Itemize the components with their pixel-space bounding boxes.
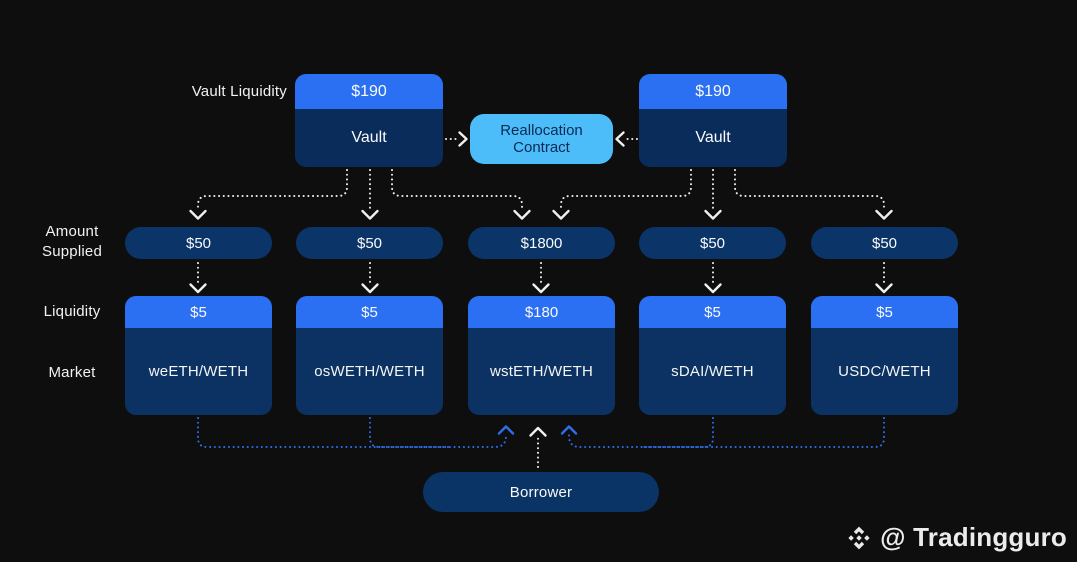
market-liquidity-usdc: $5 <box>811 296 958 328</box>
arrow-left-vault-to-market2 <box>361 169 379 220</box>
arrow-market4-to-market3 <box>639 417 714 448</box>
arrow-market5-to-market3 <box>560 417 885 448</box>
amount-supplied-osweth: $50 <box>296 227 443 259</box>
market-card-sdai: $5 sDAI/WETH <box>639 296 786 415</box>
borrower-box: Borrower <box>423 472 659 512</box>
vault-right-liquidity-value: $190 <box>639 74 787 109</box>
market-name-usdc: USDC/WETH <box>811 328 958 415</box>
market-name-wsteth: wstETH/WETH <box>468 328 615 415</box>
market-card-osweth: $5 osWETH/WETH <box>296 296 443 415</box>
market-name-osweth: osWETH/WETH <box>296 328 443 415</box>
label-vault-liquidity: Vault Liquidity <box>191 83 287 100</box>
market-card-usdc: $5 USDC/WETH <box>811 296 958 415</box>
label-market: Market <box>48 364 96 381</box>
market-liquidity-weeth: $5 <box>125 296 272 328</box>
reallocation-contract-box: Reallocation Contract <box>470 114 613 164</box>
market-liquidity-sdai: $5 <box>639 296 786 328</box>
amount-supplied-weeth: $50 <box>125 227 272 259</box>
arrow-right-vault-to-market4 <box>704 169 722 220</box>
amount-supplied-usdc: $50 <box>811 227 958 259</box>
vault-left-label: Vault <box>295 109 443 167</box>
arrow-right-vault-to-market5 <box>734 169 893 220</box>
vault-right-label: Vault <box>639 109 787 167</box>
market-name-sdai: sDAI/WETH <box>639 328 786 415</box>
arrow-right-vault-to-market3 <box>552 169 692 220</box>
amount-supplied-sdai: $50 <box>639 227 786 259</box>
arrow-right-vault-to-contract <box>615 131 638 147</box>
watermark-handle: @ Tradingguro <box>880 522 1067 552</box>
arrow-supply-to-liquidity-4 <box>704 262 722 294</box>
label-amount-supplied: Amount Supplied <box>42 223 102 260</box>
vault-right: $190 Vault <box>639 74 787 167</box>
market-liquidity-wsteth: $180 <box>468 296 615 328</box>
market-name-weeth: weETH/WETH <box>125 328 272 415</box>
arrow-borrower-to-market3 <box>529 426 547 468</box>
amount-supplied-wsteth: $1800 <box>468 227 615 259</box>
market-liquidity-osweth: $5 <box>296 296 443 328</box>
arrow-supply-to-liquidity-3 <box>532 262 550 294</box>
market-card-weeth: $5 weETH/WETH <box>125 296 272 415</box>
arrow-market1-to-market3 <box>197 417 515 448</box>
arrow-supply-to-liquidity-2 <box>361 262 379 294</box>
binance-logo-icon <box>845 524 873 552</box>
arrow-left-vault-to-contract <box>445 131 468 147</box>
watermark: @ Tradingguro <box>845 522 1067 553</box>
vault-left-liquidity-value: $190 <box>295 74 443 109</box>
arrow-supply-to-liquidity-5 <box>875 262 893 294</box>
market-card-wsteth: $180 wstETH/WETH <box>468 296 615 415</box>
vault-left: $190 Vault <box>295 74 443 167</box>
arrow-left-vault-to-market1 <box>189 169 348 220</box>
arrow-supply-to-liquidity-1 <box>189 262 207 294</box>
arrow-left-vault-to-market3 <box>391 169 531 220</box>
arrow-market2-to-market3 <box>369 417 451 448</box>
label-liquidity: Liquidity <box>43 303 101 320</box>
